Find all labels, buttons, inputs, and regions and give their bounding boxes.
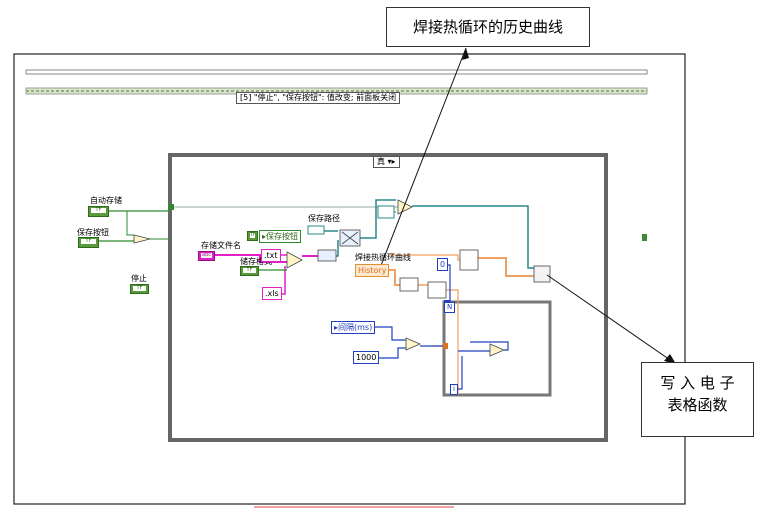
property-node-1 bbox=[399, 277, 419, 292]
wire-interval bbox=[374, 326, 406, 341]
loop-count-terminal: N bbox=[444, 302, 456, 313]
const-save-button-ref[interactable]: ▸保存按钮 bbox=[259, 230, 302, 243]
terminal-file-format-type: TF bbox=[243, 268, 256, 273]
label-history-curve: 焊接热循环曲线 bbox=[355, 253, 411, 262]
callout-write-spreadsheet: 写 入 电 子 表格函数 bbox=[641, 362, 754, 437]
wire-i bbox=[458, 356, 463, 390]
path-const-node bbox=[307, 225, 325, 235]
const-zero[interactable]: 0 bbox=[437, 258, 449, 271]
compare-node bbox=[489, 343, 506, 357]
right-tunnel bbox=[642, 234, 647, 241]
event-selector-label: [5] "停止", "保存按钮": 值改变; 前面板关闭 bbox=[240, 93, 397, 102]
case-selector-label: 真 bbox=[377, 157, 385, 166]
outer-loop-frame bbox=[13, 53, 686, 505]
label-file-format: 储存格式 bbox=[240, 257, 272, 266]
callout-history-curve: 焊接热循环的历史曲线 bbox=[386, 7, 590, 47]
or-gate-node bbox=[133, 234, 151, 244]
terminal-auto-save-type: TF bbox=[91, 208, 106, 213]
wire-path-2 bbox=[336, 240, 339, 257]
terminal-file-name-type: abc bbox=[201, 252, 212, 258]
wire-compare-b bbox=[470, 341, 509, 351]
label-save-button: 保存按钮 bbox=[77, 228, 109, 237]
event-structure-top-border bbox=[25, 69, 648, 75]
terminal-save-button-type: TF bbox=[81, 239, 96, 244]
const-history[interactable]: History bbox=[355, 264, 390, 277]
label-stop: 停止 bbox=[131, 274, 147, 283]
build-path-node bbox=[317, 249, 337, 262]
terminal-file-name[interactable]: abc bbox=[198, 251, 215, 261]
wire-zero bbox=[448, 264, 451, 302]
wire-path-4 bbox=[412, 205, 534, 269]
case-selector[interactable]: 真 ▾▸ bbox=[373, 156, 400, 168]
wire-path-3 bbox=[360, 199, 396, 239]
label-auto-save: 自动存储 bbox=[90, 196, 122, 205]
callout-arrow-history bbox=[379, 47, 469, 269]
terminal-file-format[interactable]: TF bbox=[240, 266, 259, 276]
case-structure-frame bbox=[168, 153, 608, 442]
callout-write-spreadsheet-line1: 写 入 电 子 bbox=[660, 374, 735, 392]
case-left-tunnel bbox=[169, 204, 174, 210]
wire-thousand bbox=[378, 347, 406, 359]
path-merge-x2 bbox=[341, 231, 359, 245]
const-interval-text: 间隔(ms) bbox=[338, 323, 373, 332]
const-thousand[interactable]: 1000 bbox=[353, 351, 380, 364]
label-save-path: 保存路径 bbox=[308, 214, 340, 223]
property-node-2 bbox=[427, 281, 447, 299]
label-file-name: 存储文件名 bbox=[201, 241, 241, 250]
callout-arrow-spreadsheet bbox=[546, 274, 677, 365]
divide-node bbox=[405, 337, 422, 351]
callout-write-spreadsheet-line2: 表格函数 bbox=[667, 396, 728, 414]
terminal-stop-type: TF bbox=[133, 286, 146, 291]
terminal-bool-const[interactable]: TF bbox=[247, 231, 258, 241]
ref-node bbox=[377, 205, 395, 219]
terminal-bool-const-type: TF bbox=[250, 232, 256, 238]
terminal-auto-save[interactable]: TF bbox=[88, 206, 109, 217]
const-interval[interactable]: ▸间隔(ms) bbox=[331, 321, 376, 334]
const-xls[interactable]: .xls bbox=[262, 287, 282, 300]
const-txt[interactable]: .txt bbox=[261, 249, 281, 262]
terminal-stop[interactable]: TF bbox=[130, 284, 149, 294]
event-selector[interactable]: [5] "停止", "保存按钮": 值改变; 前面板关闭 bbox=[236, 92, 401, 104]
wire-auto-save-or bbox=[126, 211, 134, 236]
callout-history-curve-text: 焊接热循环的历史曲线 bbox=[412, 18, 563, 36]
shift-register bbox=[443, 343, 448, 349]
terminal-save-button[interactable]: TF bbox=[78, 237, 99, 248]
loop-index-terminal: i bbox=[450, 384, 458, 395]
select-node-2 bbox=[397, 199, 413, 215]
wire-filename bbox=[214, 254, 287, 263]
wire-history-5 bbox=[478, 257, 534, 277]
const-save-button-ref-text: 保存按钮 bbox=[266, 232, 299, 241]
index-array-node bbox=[459, 249, 479, 271]
write-spreadsheet-node bbox=[533, 265, 551, 283]
select-node-1 bbox=[286, 251, 303, 269]
wire-history-1 bbox=[388, 269, 400, 286]
